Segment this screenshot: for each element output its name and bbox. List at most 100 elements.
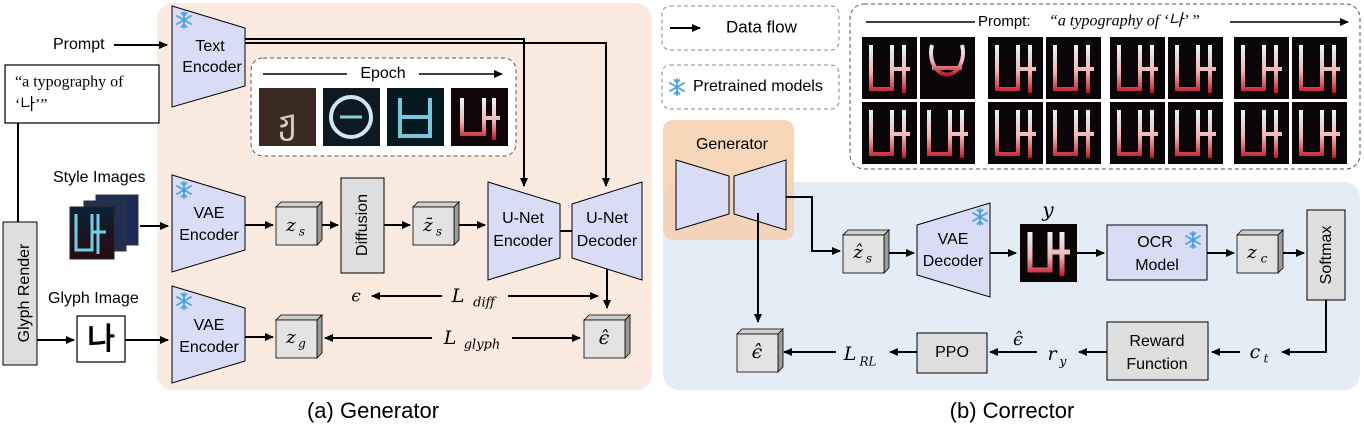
sample-thumbnail [988,102,1043,164]
svg-text:Encoder: Encoder [179,227,239,244]
svg-text:Decoder: Decoder [923,253,984,270]
svg-text:Generator: Generator [696,136,769,153]
sample-thumbnail [1168,37,1223,99]
svg-text:ϵ̂: ϵ̂ [599,327,610,349]
sample-thumbnail [1234,37,1289,99]
svg-text:RL: RL [858,355,876,369]
svg-text:ϵ̂: ϵ̂ [752,341,763,363]
svg-text:Reward: Reward [1129,333,1184,350]
svg-text:U-Net: U-Net [586,210,628,227]
svg-text:“a typography of ‘나’ ”: “a typography of ‘나’ ” [1049,12,1200,30]
ppo-box [916,332,988,374]
mini-decoder [733,159,787,231]
epsilon-label: ϵ [351,287,361,307]
latent-z-s: z s [275,201,323,246]
svg-text:Glyph Render: Glyph Render [16,243,33,342]
c-t-label: c [1250,341,1261,363]
predicted-noise: ϵ̂ [583,314,631,359]
svg-text:VAE: VAE [194,317,225,334]
softmax-box [1306,209,1346,301]
svg-text:diff: diff [473,296,497,311]
corrector-caption: (b) Corrector [950,398,1075,423]
svg-text:z: z [1246,242,1257,263]
legend-pretrained: Pretrained models [661,64,840,110]
svg-text:L: L [443,327,457,349]
sample-thumbnail [1110,102,1165,164]
reward-function-box [1106,321,1209,381]
svg-text:“a typography of: “a typography of [15,74,124,91]
generator-caption: (a) Generator [307,398,439,423]
unet-encoder [487,181,561,281]
epoch-sample-1: ჟ [278,103,296,142]
sample-thumbnail [920,102,975,164]
svg-text:s: s [436,225,442,239]
svg-text:Decoder: Decoder [577,233,638,250]
svg-text:g: g [298,337,306,351]
eps-hat-label: ϵ̂ [1013,329,1023,350]
svg-text:Epoch: Epoch [360,65,405,82]
svg-text:Softmax: Softmax [1318,226,1335,285]
svg-text:PPO: PPO [935,344,969,361]
output-y-label: y [1041,198,1054,222]
svg-text:z: z [285,215,296,236]
latent-z-g: z g [275,314,323,359]
svg-text:s: s [866,252,872,266]
prompt-text-box [4,64,160,124]
svg-text:y: y [1059,355,1067,369]
diffusion-box [340,177,385,274]
svg-text:Pretrained models: Pretrained models [693,78,823,95]
sample-thumbnail [1168,102,1223,164]
svg-text:VAE: VAE [938,231,969,248]
mini-encoder [675,159,730,231]
svg-text:Encoder: Encoder [179,339,239,356]
svg-text:VAE: VAE [194,205,225,222]
svg-text:Data flow: Data flow [726,17,798,36]
svg-text:OCR: OCR [1137,234,1173,251]
svg-text:c: c [1261,252,1268,266]
r-y-label: r [1047,343,1058,365]
vae-encoder-style [171,174,246,273]
svg-text:L: L [451,285,465,307]
vae-encoder-glyph [171,285,246,384]
corrected-noise: ϵ̂ [736,328,784,373]
svg-text:z: z [285,327,296,348]
sample-thumbnail [1292,102,1347,164]
glyph-image-label: Glyph Image [48,290,139,307]
svg-text:Function: Function [1126,356,1187,373]
svg-text:Text: Text [195,38,225,55]
prompt-label: Prompt [53,36,105,53]
svg-text:z̄: z̄ [422,215,433,236]
legend-data-flow: Data flow [661,5,840,51]
sample-thumbnail [1046,102,1101,164]
epoch-panel: Epoch ჟ [250,57,517,157]
svg-text:s: s [299,225,305,239]
svg-text:ẑ: ẑ [852,242,863,263]
sample-thumbnail [1234,102,1289,164]
output-image [1020,224,1077,282]
svg-text:Prompt:: Prompt: [978,13,1031,30]
glyph-render-box [2,221,38,366]
svg-text:Encoder: Encoder [182,59,242,76]
ocr-model-box [1106,224,1208,281]
latent-z-c: z c [1236,229,1284,274]
sample-thumbnail [862,37,917,99]
svg-text:‘나’”: ‘나’” [15,96,47,114]
sample-thumbnail [988,37,1043,99]
latent-z-bar-s: z̄ s [412,201,460,246]
samples-panel: Prompt: “a typography of ‘나’ ” [849,3,1361,170]
svg-text:Model: Model [1135,257,1179,274]
svg-text:Encoder: Encoder [493,233,553,250]
text-encoder [171,5,246,108]
sample-thumbnail [1292,37,1347,99]
latent-z-hat-s: ẑ s [842,229,890,274]
sample-thumbnail [1110,37,1165,99]
svg-text:나: 나 [87,323,115,356]
unet-decoder [571,181,643,281]
style-images-label: Style Images [53,169,145,186]
sample-thumbnail [862,102,917,164]
sample-thumbnail [920,37,975,99]
svg-text:glyph: glyph [464,338,501,353]
glyph-image [76,315,126,363]
vae-decoder [916,202,991,298]
style-images [69,194,139,260]
